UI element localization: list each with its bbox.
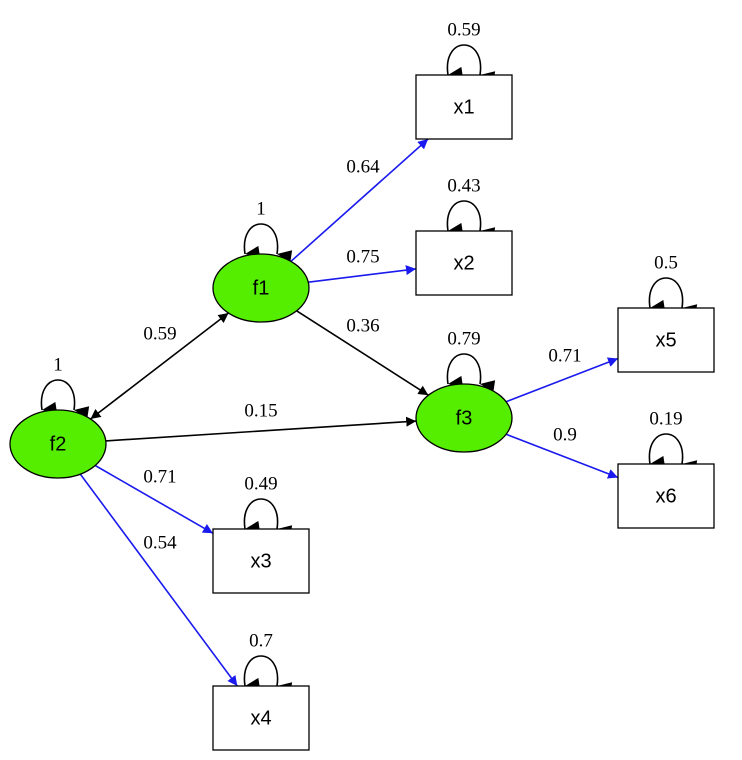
path-f2-x3: [94, 464, 214, 534]
path-f3-x5: [505, 357, 619, 403]
path-f3-x6: [505, 433, 619, 479]
path-label-f3-x5: 0.71: [548, 345, 581, 366]
path-label-f2-x4: 0.54: [143, 532, 177, 553]
node-label-x1: x1: [453, 96, 474, 118]
node-x5: x5: [617, 307, 715, 373]
path-f2-f1: [90, 312, 229, 420]
path-label-f3-x6: 0.9: [553, 424, 577, 445]
observed-box-x5: [617, 307, 715, 373]
variance-loop-f3: [446, 353, 496, 393]
node-x2: x2: [415, 230, 513, 296]
observed-box-x6: [617, 463, 715, 529]
path-f1-x2: [308, 265, 417, 283]
variance-loop-x2: [446, 200, 496, 240]
latent-ellipse-f1: [212, 253, 310, 323]
variance-label-x2: 0.43: [447, 175, 480, 196]
node-label-x3: x3: [250, 550, 271, 572]
latent-ellipse-f2: [9, 409, 107, 479]
node-label-x6: x6: [655, 485, 676, 507]
variance-loop-x3: [243, 498, 293, 538]
variance-loop-x6: [648, 433, 698, 473]
node-label-x5: x5: [655, 329, 676, 351]
path-f2-x4: [79, 473, 238, 687]
node-x1: x1: [415, 74, 513, 140]
node-x4: x4: [212, 685, 310, 751]
path-label-f1-f3: 0.36: [346, 315, 379, 336]
variance-label-x5: 0.5: [654, 252, 678, 273]
node-x6: x6: [617, 463, 715, 529]
path-label-f2-f3: 0.15: [244, 400, 277, 421]
variance-label-x6: 0.19: [649, 408, 682, 429]
variance-label-x4: 0.7: [249, 630, 273, 651]
observed-box-x4: [212, 685, 310, 751]
node-label-x2: x2: [453, 252, 474, 274]
variance-label-x1: 0.59: [447, 19, 480, 40]
node-f3: f3: [415, 383, 513, 453]
observed-box-x3: [212, 528, 310, 594]
variance-label-f3: 0.79: [447, 328, 480, 349]
observed-box-x2: [415, 230, 513, 296]
path-label-f1-x1: 0.64: [346, 156, 380, 177]
path-f2-f3: [105, 416, 417, 442]
observed-box-x1: [415, 74, 513, 140]
variance-loop-x4: [243, 655, 293, 695]
variance-loop-x5: [648, 277, 698, 317]
latent-ellipse-f3: [415, 383, 513, 453]
node-label-f3: f3: [456, 407, 473, 429]
node-f2: f2: [9, 409, 107, 479]
variance-label-x3: 0.49: [244, 473, 277, 494]
variance-label-f2: 1: [53, 354, 63, 375]
variance-loop-f1: [243, 223, 293, 263]
path-label-f2-f1: 0.59: [143, 323, 176, 344]
variance-label-f1: 1: [256, 198, 266, 219]
node-f1: f1: [212, 253, 310, 323]
variance-loop-f2: [40, 379, 90, 419]
path-label-f2-x3: 0.71: [143, 466, 176, 487]
path-f1-f3: [296, 310, 429, 396]
path-label-f1-x2: 0.75: [346, 246, 379, 267]
node-label-f1: f1: [253, 277, 270, 299]
variance-loop-x1: [446, 44, 496, 84]
node-label-f2: f2: [50, 433, 67, 455]
node-x3: x3: [212, 528, 310, 594]
node-label-x4: x4: [250, 707, 271, 729]
path-f1-x1: [290, 138, 429, 262]
